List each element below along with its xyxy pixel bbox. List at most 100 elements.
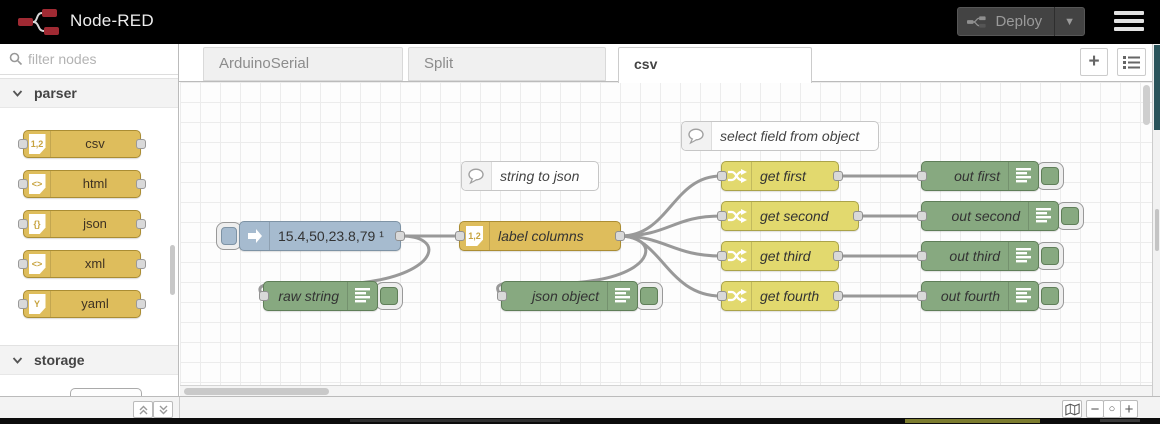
debug-toggle-button[interactable] [1056, 202, 1084, 230]
debug-lines-icon [347, 282, 377, 310]
zoom-out-button[interactable]: − [1086, 400, 1104, 418]
deploy-label: Deploy [995, 13, 1043, 30]
node-label: get first [760, 168, 806, 184]
comment-node-select-field[interactable]: select field from object [681, 121, 879, 151]
palette-search [0, 44, 178, 75]
tab-split[interactable]: Split [408, 47, 606, 81]
palette-node-json[interactable]: {} json [18, 210, 146, 238]
node-output-port[interactable] [833, 171, 843, 181]
palette-category-storage[interactable]: storage [0, 345, 178, 375]
shuffle-icon [722, 202, 752, 230]
add-flow-button[interactable]: + [1080, 48, 1108, 76]
node-label: out fourth [940, 288, 1000, 304]
node-input-port[interactable] [717, 291, 727, 301]
debug-lines-icon [1008, 162, 1038, 190]
flow-canvas[interactable]: string to json select field from object … [180, 82, 1152, 385]
inject-node[interactable]: 15.4,50,23.8,79 ¹ [239, 221, 405, 251]
inject-button[interactable] [216, 222, 242, 250]
debug-lines-icon [607, 282, 637, 310]
node-label: select field from object [720, 128, 860, 144]
node-input-port[interactable] [917, 171, 927, 181]
node-input-port[interactable] [717, 211, 727, 221]
inject-button-face [221, 227, 237, 245]
node-input-port[interactable] [259, 291, 269, 301]
main-menu-button[interactable] [1114, 11, 1144, 33]
debug-node-out-fourth[interactable]: out fourth [917, 281, 1039, 311]
palette-node-label: yaml [81, 296, 109, 311]
debug-node-out-third[interactable]: out third [917, 241, 1039, 271]
node-label: out third [949, 248, 1000, 264]
debug-toggle-button[interactable] [1036, 162, 1064, 190]
node-input-port[interactable] [917, 251, 927, 261]
node-input-port[interactable] [917, 211, 927, 221]
palette-node-label: json [83, 216, 107, 231]
node-label: label columns [498, 228, 584, 244]
tab-label: ArduinoSerial [219, 55, 310, 72]
node-output-port[interactable] [833, 291, 843, 301]
node-input-port[interactable] [717, 171, 727, 181]
canvas-horizontal-scrollbar-thumb[interactable] [184, 388, 329, 395]
wire[interactable] [619, 174, 723, 238]
change-node-get-fourth[interactable]: get fourth [717, 281, 843, 311]
palette-node-html[interactable]: <> html [18, 170, 146, 198]
debug-node-out-second[interactable]: out second [917, 201, 1059, 231]
canvas-vertical-scrollbar[interactable] [1143, 85, 1150, 125]
csv-node-label-columns[interactable]: 1,2 label columns [455, 221, 625, 251]
navigator-toggle-button[interactable] [1062, 400, 1082, 418]
palette-node-label: html [82, 176, 108, 191]
change-node-get-first[interactable]: get first [717, 161, 843, 191]
expand-all-button[interactable] [153, 401, 173, 418]
debug-toggle-button[interactable] [375, 282, 403, 310]
zoom-reset-button[interactable]: ○ [1103, 400, 1121, 418]
palette-scrollbar[interactable] [170, 245, 175, 295]
node-input-port[interactable] [497, 291, 507, 301]
node-input-port[interactable] [917, 291, 927, 301]
deploy-button[interactable]: Deploy ▼ [957, 7, 1085, 36]
zoom-in-button[interactable]: + [1120, 400, 1138, 418]
right-edge-scrollbar[interactable] [1155, 209, 1159, 251]
shuffle-icon [722, 242, 752, 270]
debug-node-json-object[interactable]: json object [497, 281, 638, 311]
palette-node-xml[interactable]: <> xml [18, 250, 146, 278]
shuffle-icon [722, 282, 752, 310]
debug-node-out-first[interactable]: out first [917, 161, 1039, 191]
debug-node-raw-string[interactable]: raw string [259, 281, 378, 311]
palette-node-yaml[interactable]: Y yaml [18, 290, 146, 318]
palette-node-csv[interactable]: 1,2 csv [18, 130, 146, 158]
debug-toggle-face [1041, 167, 1059, 185]
node-output-port [136, 299, 146, 309]
change-node-get-third[interactable]: get third [717, 241, 843, 271]
hamburger-icon [1114, 27, 1144, 31]
node-input-port[interactable] [455, 231, 465, 241]
filter-nodes-input[interactable] [28, 47, 168, 71]
canvas-horizontal-scrollbar-track[interactable] [180, 385, 1152, 396]
footer-divider [179, 397, 180, 419]
node-output-port[interactable] [833, 251, 843, 261]
node-input-port [18, 299, 28, 309]
comment-node-string-to-json[interactable]: string to json [461, 161, 599, 191]
tab-arduinoserial[interactable]: ArduinoSerial [203, 47, 403, 81]
tab-csv[interactable]: csv [618, 47, 812, 83]
node-label: string to json [500, 168, 580, 184]
flow-list-button[interactable] [1117, 48, 1146, 76]
debug-toggle-button[interactable] [1036, 242, 1064, 270]
node-label: get third [760, 248, 811, 264]
palette-node-partial[interactable] [70, 388, 142, 396]
deploy-dropdown-caret-icon[interactable]: ▼ [1064, 15, 1075, 28]
collapse-all-button[interactable] [133, 401, 153, 418]
node-input-port[interactable] [717, 251, 727, 261]
category-label: parser [34, 85, 77, 101]
node-output-port[interactable] [853, 211, 863, 221]
debug-toggle-button[interactable] [1036, 282, 1064, 310]
palette-category-parser[interactable]: parser [0, 78, 178, 108]
node-label: json object [532, 288, 599, 304]
debug-toggle-button[interactable] [635, 282, 663, 310]
node-output-port[interactable] [615, 231, 625, 241]
debug-lines-icon [1008, 282, 1038, 310]
background-text-fragment [905, 419, 1040, 423]
hamburger-icon [1114, 19, 1144, 23]
debug-toggle-face [1061, 207, 1079, 225]
change-node-get-second[interactable]: get second [717, 201, 863, 231]
node-output-port[interactable] [395, 231, 405, 241]
map-icon [1064, 402, 1080, 416]
